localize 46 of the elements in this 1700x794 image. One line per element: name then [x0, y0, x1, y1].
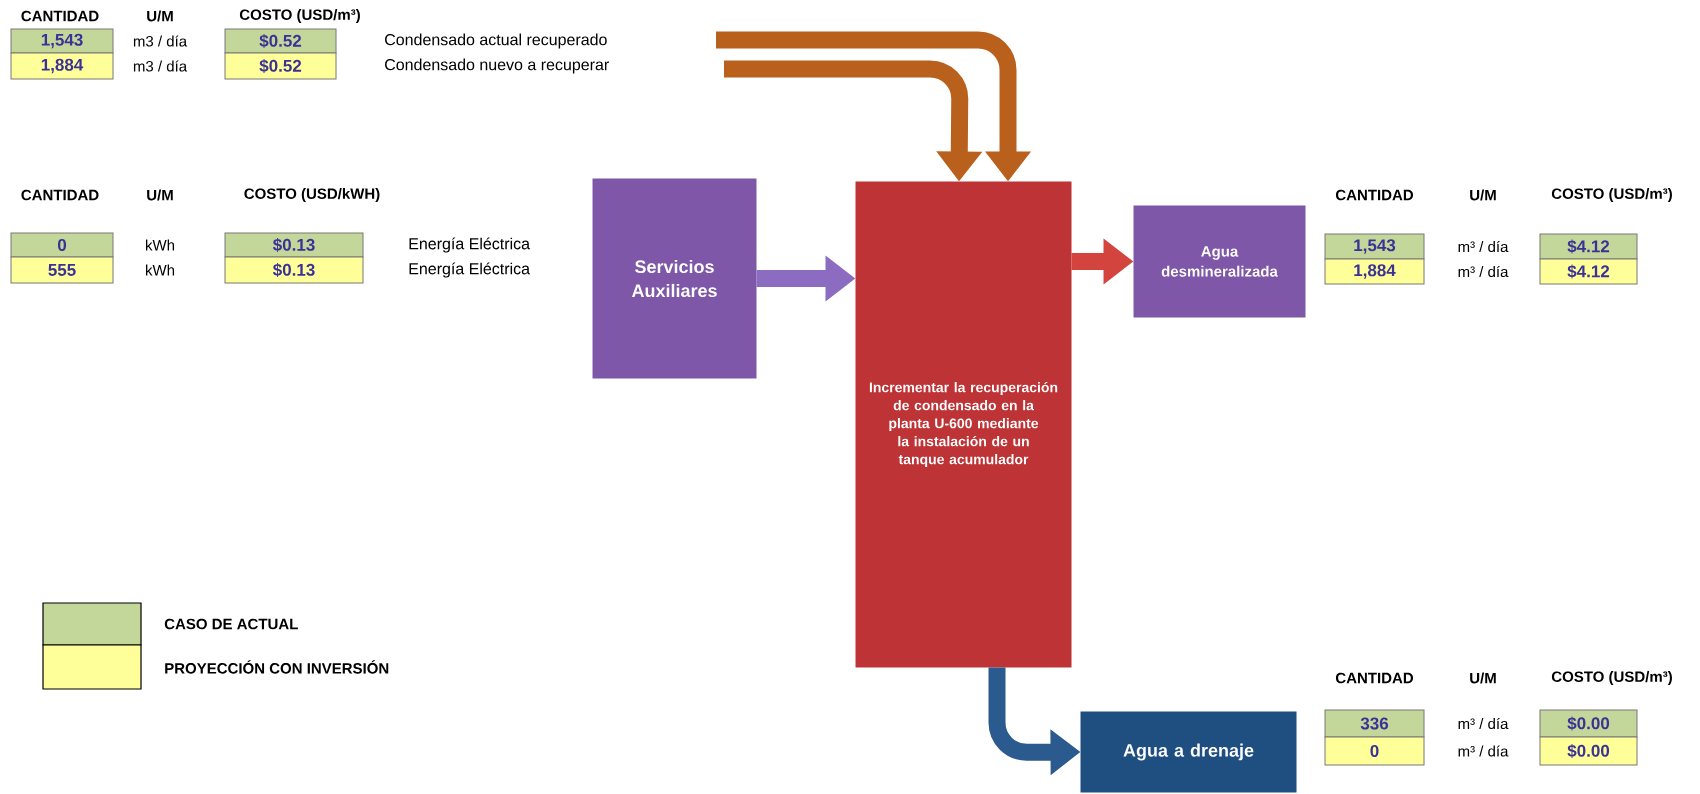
- column-header: CANTIDAD: [1335, 189, 1414, 201]
- table-cell: 336: [1324, 709, 1425, 738]
- table-cell: $4.12: [1539, 233, 1638, 260]
- column-header: CANTIDAD: [21, 189, 99, 201]
- table-cell: 1,543: [10, 28, 114, 54]
- unit-text: m³ / día: [1458, 717, 1509, 730]
- column-header: U/M: [1470, 189, 1496, 201]
- column-header: U/M: [147, 189, 173, 201]
- process-box: Incrementar la recuperación de condensado en la planta U-600 mediante la instalación de un tanque acumulador: [855, 181, 1072, 668]
- column-header: COSTO (USD/m³): [239, 9, 360, 23]
- column-header: CANTIDAD: [1335, 672, 1414, 684]
- row-label: Condensado nuevo a recuperar: [385, 58, 609, 74]
- table-cell: $0.00: [1539, 709, 1638, 738]
- unit-text: m³ / día: [1458, 240, 1509, 253]
- table-cell: 1,884: [10, 52, 114, 80]
- unit-text: m³ / día: [1458, 745, 1509, 757]
- table-cell: 0: [10, 232, 114, 258]
- column-header: COSTO (USD/kWH): [244, 188, 380, 202]
- column-header: COSTO (USD/m³): [1551, 188, 1672, 202]
- table-cell: $4.12: [1539, 258, 1638, 285]
- unit-text: m³ / día: [1458, 265, 1509, 278]
- table-cell: 1,884: [1324, 258, 1425, 285]
- table-cell: $0.52: [224, 28, 337, 54]
- table-cell: 555: [10, 256, 114, 284]
- row-label: Energía Eléctrica: [409, 237, 530, 253]
- table-cell: $0.52: [224, 52, 337, 80]
- process-box: Servicios Auxiliares: [592, 178, 757, 379]
- table-cell: $0.13: [224, 232, 364, 258]
- legend-label: PROYECCIÓN CON INVERSIÓN: [165, 660, 389, 674]
- table-cell: 1,543: [1324, 233, 1425, 260]
- column-header: CANTIDAD: [21, 10, 99, 22]
- unit-text: kWh: [146, 264, 175, 276]
- table-cell: $0.00: [1539, 736, 1638, 766]
- column-header: U/M: [147, 10, 173, 22]
- column-header: U/M: [1470, 672, 1496, 684]
- legend-label: CASO DE ACTUAL: [164, 618, 298, 630]
- unit-text: m3 / día: [133, 60, 188, 72]
- row-label: Energía Eléctrica: [409, 262, 530, 278]
- table-cell: $0.13: [224, 256, 364, 284]
- unit-text: kWh: [146, 239, 175, 251]
- process-box: Agua desmineralizada: [1133, 205, 1306, 318]
- unit-text: m3 / día: [133, 35, 188, 47]
- row-label: Condensado actual recuperado: [385, 33, 607, 49]
- process-box: Agua a drenaje: [1080, 711, 1297, 793]
- table-cell: 0: [1324, 736, 1425, 766]
- column-header: COSTO (USD/m³): [1551, 671, 1672, 685]
